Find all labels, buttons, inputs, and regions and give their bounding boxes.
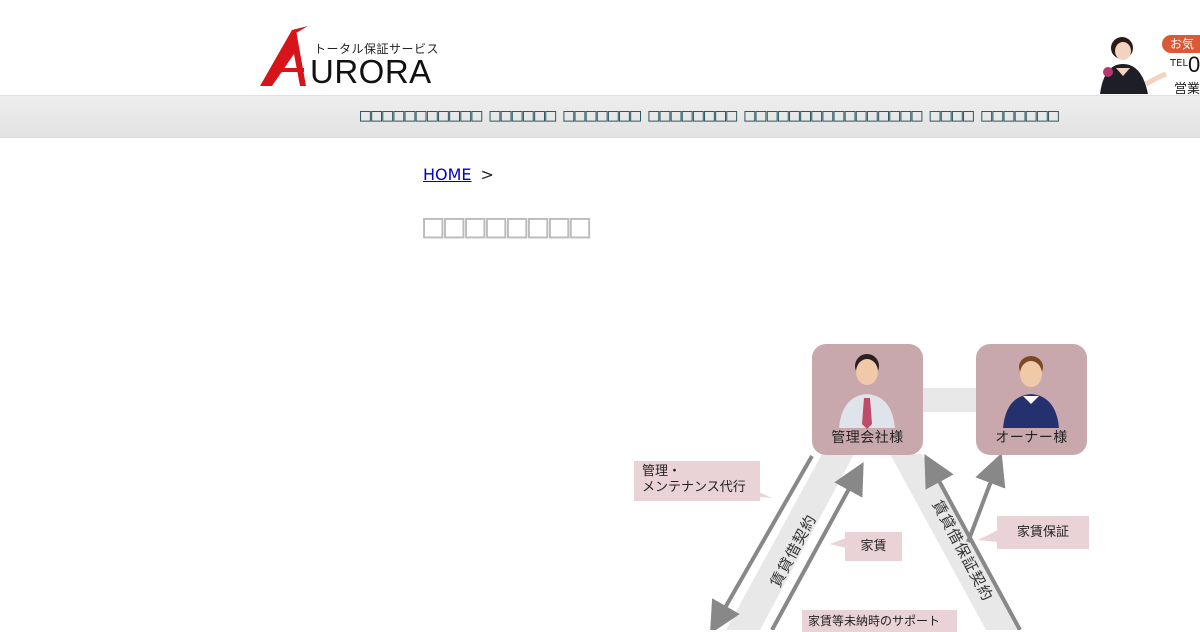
nav-item-7[interactable]: □□□□□□□ — [981, 105, 1060, 126]
connector-band-top — [922, 388, 978, 412]
tel-label: TEL — [1170, 58, 1188, 69]
arrow-to-owner — [966, 453, 1006, 543]
contact-badge: お気 — [1162, 35, 1200, 53]
arrow-rent-to-company — [770, 461, 864, 630]
page-title: □□□□□□□□ — [423, 206, 591, 246]
callout-management-line1: 管理・ — [642, 464, 682, 479]
nav-item-3[interactable]: □□□□□□□ — [563, 105, 642, 126]
owner-icon — [1003, 356, 1059, 428]
nav-item-6[interactable]: □□□□ — [929, 105, 975, 126]
aurora-logo[interactable]: トータル保証サービス URORA — [258, 24, 448, 90]
owner-node: オーナー様 — [976, 344, 1087, 455]
global-nav: □□□□□□□□□□□ □□□□□□ □□□□□□□ □□□□□□□□ □□□□… — [0, 95, 1200, 138]
contact-banner[interactable]: お気 TEL 0 営業 — [1096, 34, 1200, 94]
nav-item-5[interactable]: □□□□□□□□□□□□□□□□ — [744, 105, 923, 126]
management-company-label: 管理会社様 — [831, 430, 904, 446]
callout-rent-guarantee: 家賃保証 — [997, 516, 1089, 549]
tel-number[interactable]: 0 — [1188, 52, 1200, 77]
logo-wordmark: URORA — [310, 53, 432, 90]
owner-label: オーナー様 — [995, 430, 1068, 446]
operator-photo — [1100, 37, 1167, 94]
arrow-to-company — [924, 453, 1022, 630]
diagram-arrows — [710, 388, 1022, 630]
nav-item-4[interactable]: □□□□□□□□ — [648, 105, 738, 126]
business-hours-label: 営業 — [1174, 82, 1200, 94]
breadcrumb-home-link[interactable]: HOME — [423, 165, 472, 184]
logo-tagline: トータル保証サービス — [314, 42, 440, 56]
breadcrumb: HOME > — [423, 165, 494, 184]
callout-management-line2: メンテナンス代行 — [642, 480, 746, 495]
connector-band-left — [726, 454, 854, 630]
callout-management-maintenance: 管理・ メンテナンス代行 — [634, 461, 760, 501]
breadcrumb-separator: > — [480, 165, 494, 184]
nav-item-1[interactable]: □□□□□□□□□□□ — [360, 105, 483, 126]
service-diagram: 管理会社様 オーナー様 管理・ メンテナンス代行 家賃 家賃保証 家賃等未納時の… — [600, 330, 1200, 632]
management-company-node: 管理会社様 — [812, 344, 923, 455]
nav-item-2[interactable]: □□□□□□ — [489, 105, 557, 126]
businessman-icon — [839, 354, 895, 429]
callout-unpaid-support: 家賃等未納時のサポート — [802, 610, 957, 632]
callout-rent: 家賃 — [845, 532, 902, 561]
connector-band-right — [890, 454, 1020, 630]
logo-a-mark — [260, 26, 308, 86]
arrow-to-tenant — [710, 455, 814, 630]
site-header: トータル保証サービス URORA お気 TEL 0 営業 — [0, 0, 1200, 95]
